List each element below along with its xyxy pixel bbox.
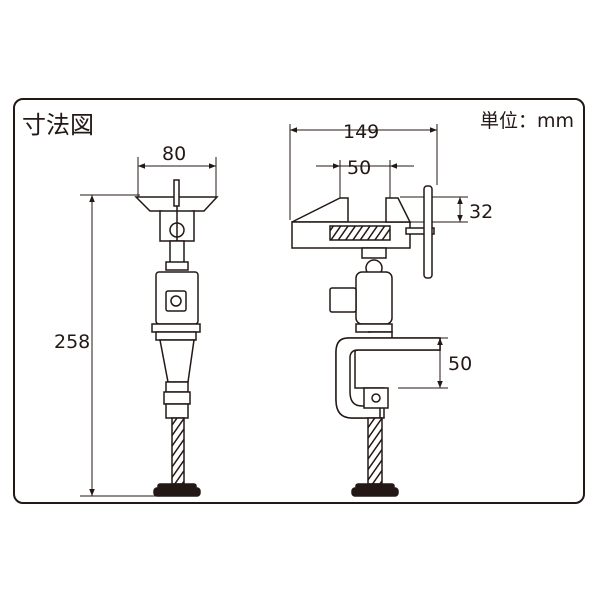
dim-label-jaw-width: 80 [162, 143, 186, 165]
dim-label-jaw-depth: 32 [469, 201, 493, 223]
dim-label-clamp-capacity: 50 [448, 353, 472, 375]
drawing-frame [13, 98, 585, 504]
unit-label: 単位：mm [480, 110, 574, 132]
drawing-title: 寸法図 [22, 111, 94, 139]
dim-label-jaw-opening: 50 [347, 157, 371, 179]
dim-label-total-height: 258 [54, 331, 90, 353]
dim-label-overall-length: 149 [343, 121, 379, 143]
side-view [289, 124, 468, 497]
front-view [80, 157, 219, 497]
